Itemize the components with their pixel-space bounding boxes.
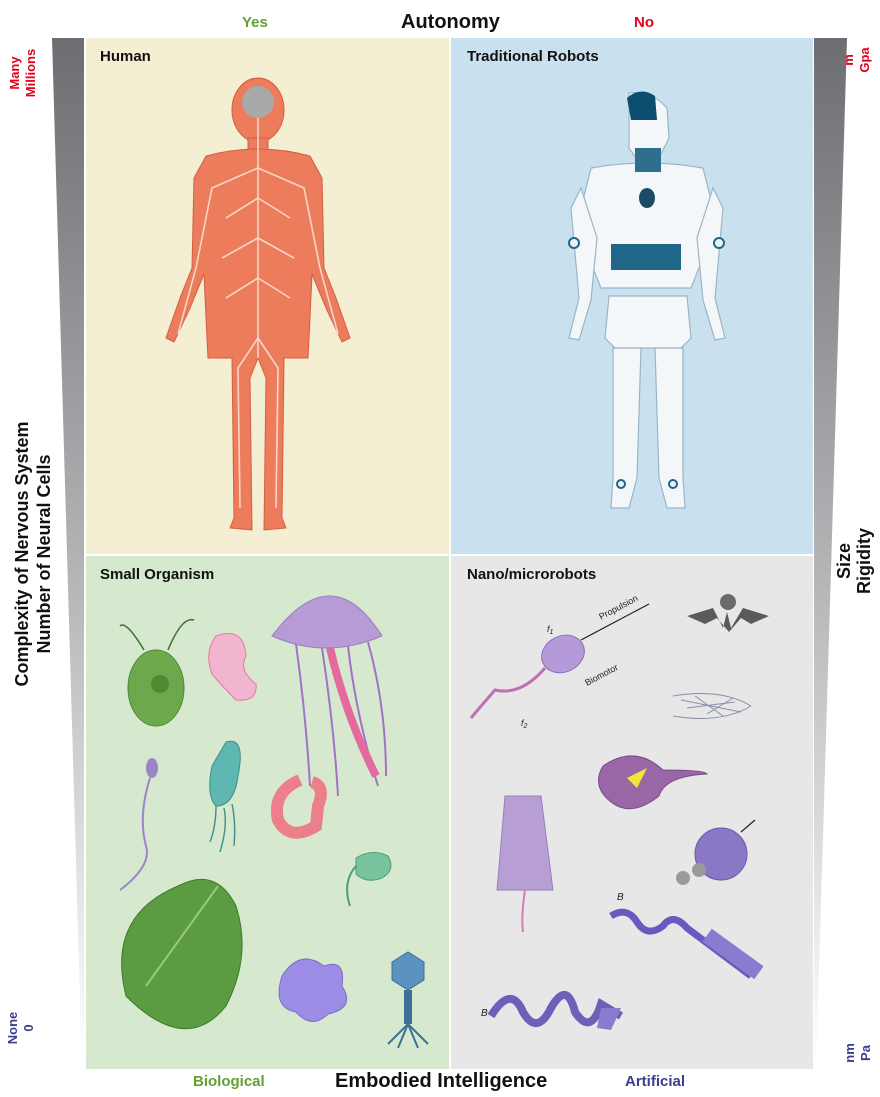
- quadrant-small-organism: Small Organism: [86, 556, 449, 1069]
- biohybrid-swimmer: Propulsion Biomotor f1 f2: [471, 593, 649, 730]
- biomotor-label: Biomotor: [583, 662, 619, 688]
- flat-helix-swimmer: B: [481, 995, 621, 1030]
- amoeba: [279, 959, 347, 1022]
- bacterium: [210, 741, 241, 806]
- helical-swimmer: B: [611, 892, 764, 979]
- quadrant-nano-microrobots: Nano/microrobots Propulsion Biomotor f1 …: [451, 556, 813, 1069]
- leaf-slug: [122, 879, 242, 1028]
- propulsion-label: Propulsion: [597, 593, 639, 622]
- robot-figure-illustration: [451, 38, 813, 554]
- f1-label: f1: [547, 624, 554, 636]
- bacteriophage: [392, 952, 424, 990]
- jellyfish: [272, 596, 382, 648]
- fiber-mesh: [673, 694, 751, 719]
- cone-microrobot: [497, 796, 553, 890]
- nanorobots-illustration: Propulsion Biomotor f1 f2 B: [451, 556, 813, 1069]
- quadrant-traditional-robots: Traditional Robots: [451, 38, 813, 554]
- b-field-label-1: B: [617, 892, 624, 903]
- b-field-label-2: B: [481, 1008, 488, 1019]
- pink-microbe: [209, 634, 256, 701]
- f2-label: f2: [521, 718, 528, 730]
- small-organisms-illustration: [86, 556, 449, 1069]
- human-figure-illustration: [86, 38, 449, 554]
- gray-microgripper: [687, 594, 769, 632]
- quadrant-human: Human: [86, 38, 449, 554]
- sperm-cell: [146, 758, 158, 778]
- earthworm: [277, 780, 321, 833]
- purple-soft-robot: [599, 756, 708, 809]
- green-microbe: [356, 852, 391, 880]
